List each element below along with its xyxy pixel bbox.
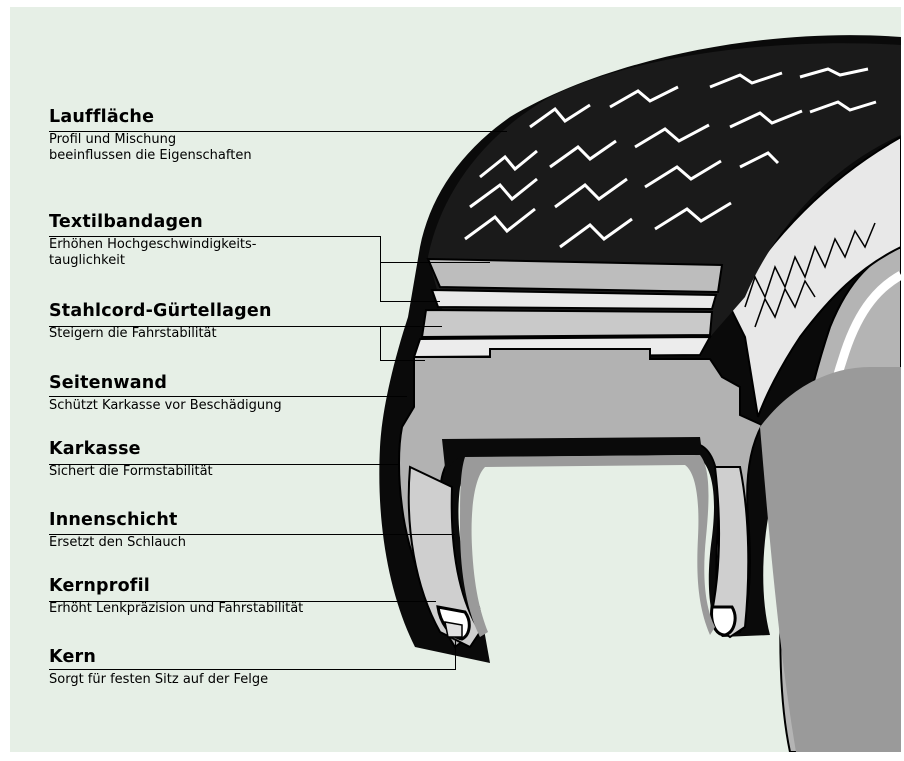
leader-kernprofil xyxy=(49,601,436,602)
leader-textilbandagen xyxy=(49,236,380,237)
steel-belt-layer-1 xyxy=(422,310,712,337)
label-description: Schützt Karkasse vor Beschädigung xyxy=(49,398,282,414)
inner-cavity xyxy=(460,455,715,637)
label-description: Profil und Mischung beeinflussen die Eig… xyxy=(49,132,252,164)
label-title: Lauffläche xyxy=(49,107,252,127)
label-desc-line: Ersetzt den Schlauch xyxy=(49,535,186,551)
label-description: Ersetzt den Schlauch xyxy=(49,535,186,551)
label-title: Kern xyxy=(49,647,268,667)
leader-stahlcord-vertical xyxy=(380,326,381,360)
label-lauffläche: Lauffläche Profil und Mischung beeinflus… xyxy=(49,107,252,164)
leader-stahlcord xyxy=(49,326,442,327)
label-kernprofil: Kernprofil Erhöht Lenkpräzision und Fahr… xyxy=(49,576,303,617)
label-desc-line: Erhöhen Hochgeschwindigkeits- xyxy=(49,237,257,253)
leader-textilbandagen-branch-2 xyxy=(380,301,440,302)
label-title: Stahlcord-Gürtellagen xyxy=(49,301,272,321)
label-textilbandagen: Textilbandagen Erhöhen Hochgeschwindigke… xyxy=(49,212,257,269)
leader-kern xyxy=(49,669,455,670)
leader-stahlcord-branch xyxy=(380,360,425,361)
label-title: Karkasse xyxy=(49,439,213,459)
diagram-panel: Lauffläche Profil und Mischung beeinflus… xyxy=(10,7,901,752)
textile-bandage-upper xyxy=(428,259,722,292)
label-desc-line: Sichert die Formstabilität xyxy=(49,464,213,480)
label-kern: Kern Sorgt für festen Sitz auf der Felge xyxy=(49,647,268,688)
leader-textilbandagen-vertical xyxy=(380,236,381,301)
leader-kern-vertical xyxy=(455,639,456,670)
label-desc-line: beeinflussen die Eigenschaften xyxy=(49,148,252,164)
label-desc-line: Profil und Mischung xyxy=(49,132,252,148)
label-stahlcord-gürtellagen: Stahlcord-Gürtellagen Steigern die Fahrs… xyxy=(49,301,272,342)
label-desc-line: Schützt Karkasse vor Beschädigung xyxy=(49,398,282,414)
label-description: Erhöht Lenkpräzision und Fahrstabilität xyxy=(49,601,303,617)
leader-textilbandagen-branch-1 xyxy=(380,262,490,263)
leader-karkasse xyxy=(49,464,399,465)
label-title: Kernprofil xyxy=(49,576,303,596)
label-desc-line: tauglichkeit xyxy=(49,253,257,269)
leader-seitenwand xyxy=(49,396,407,397)
label-description: Erhöhen Hochgeschwindigkeits- tauglichke… xyxy=(49,237,257,269)
bead-apex-right xyxy=(712,607,736,635)
label-innenschicht: Innenschicht Ersetzt den Schlauch xyxy=(49,510,186,551)
label-title: Innenschicht xyxy=(49,510,186,530)
label-desc-line: Steigern die Fahrstabilität xyxy=(49,326,272,342)
label-karkasse: Karkasse Sichert die Formstabilität xyxy=(49,439,213,480)
label-title: Textilbandagen xyxy=(49,212,257,232)
label-title: Seitenwand xyxy=(49,373,282,393)
bead-core-left xyxy=(445,622,462,637)
label-description: Steigern die Fahrstabilität xyxy=(49,326,272,342)
inner-sidewall-right xyxy=(760,367,901,752)
label-description: Sorgt für festen Sitz auf der Felge xyxy=(49,672,268,688)
leader-lauffläche xyxy=(49,131,507,132)
label-seitenwand: Seitenwand Schützt Karkasse vor Beschädi… xyxy=(49,373,282,414)
label-desc-line: Sorgt für festen Sitz auf der Felge xyxy=(49,672,268,688)
leader-innenschicht xyxy=(49,534,455,535)
label-description: Sichert die Formstabilität xyxy=(49,464,213,480)
label-desc-line: Erhöht Lenkpräzision und Fahrstabilität xyxy=(49,601,303,617)
